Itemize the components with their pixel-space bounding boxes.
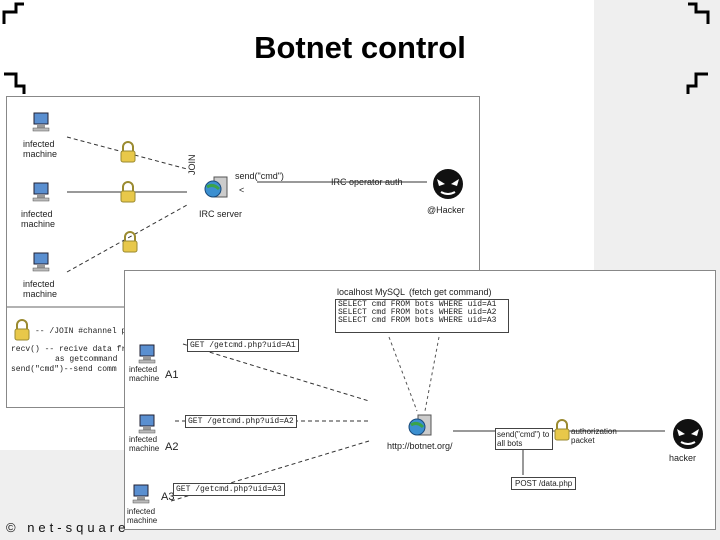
join-label: JOIN xyxy=(187,154,197,175)
post-request-label: POST /data.php xyxy=(511,477,577,490)
http-request-label: GET /getcmd.php?uid=A1 xyxy=(187,339,299,352)
sql-query-box: SELECT cmd FROM bots WHERE uid=A1 SELECT… xyxy=(335,299,509,333)
corner-mark-left xyxy=(4,72,26,94)
lock-icon xyxy=(121,231,139,253)
http-request-label: GET /getcmd.php?uid=A2 xyxy=(185,415,297,428)
infected-machine-label: infected machine xyxy=(21,209,56,229)
code-line: -- /JOIN #channel p xyxy=(35,327,127,336)
sql-query-line: SELECT cmd FROM bots WHERE uid=A1 xyxy=(338,300,497,309)
arrow-label: < xyxy=(239,185,245,195)
corner-mark-top-right xyxy=(688,2,710,24)
hacker-label: @Hacker xyxy=(427,205,465,215)
hacker-icon xyxy=(671,417,705,451)
infected-machine-label: infected machine xyxy=(129,365,160,383)
machine-id: A1 xyxy=(165,369,179,381)
http-request-label: GET /getcmd.php?uid=A3 xyxy=(173,483,285,496)
sql-title: localhost MySQL xyxy=(337,287,406,297)
sql-query-line: SELECT cmd FROM bots WHERE uid=A2 xyxy=(338,308,497,317)
sql-note: (fetch get command) xyxy=(409,287,492,297)
infected-machine-label: infected machine xyxy=(23,279,58,299)
code-line: recv() -- recive data fro xyxy=(11,345,132,354)
corner-mark-right xyxy=(686,72,708,94)
botnet-server-url: http://botnet.org/ xyxy=(387,441,453,451)
authorization-packet-label: authorization packet xyxy=(571,427,617,445)
computer-icon xyxy=(31,251,55,273)
infected-machine-label: infected machine xyxy=(129,435,160,453)
hacker-icon xyxy=(431,167,465,201)
computer-icon xyxy=(137,413,161,435)
server-globe-icon xyxy=(407,413,433,439)
slide-title: Botnet control xyxy=(254,30,466,65)
lock-icon xyxy=(119,141,137,163)
sql-query-line: SELECT cmd FROM bots WHERE uid=A3 xyxy=(338,316,497,325)
computer-icon xyxy=(31,111,55,133)
infected-machine-label: infected machine xyxy=(127,507,158,525)
http-diagram-panel: localhost MySQL (fetch get command) SELE… xyxy=(124,270,716,530)
lock-icon xyxy=(13,319,31,341)
footer-copyright: © net-square xyxy=(6,520,130,535)
computer-icon xyxy=(131,483,155,505)
corner-mark-top-left xyxy=(2,2,24,24)
send-command-label: send("cmd") xyxy=(235,171,284,181)
send-command-label: send("cmd") to all bots xyxy=(495,428,553,450)
computer-icon xyxy=(137,343,161,365)
infected-machine-label: infected machine xyxy=(23,139,58,159)
machine-id: A2 xyxy=(165,441,179,453)
hacker-label: hacker xyxy=(669,453,697,463)
irc-operator-auth-label: IRC operator auth xyxy=(331,177,403,187)
machine-id: A3 xyxy=(161,491,175,503)
server-globe-icon xyxy=(203,175,229,201)
computer-icon xyxy=(31,181,55,203)
lock-icon xyxy=(119,181,137,203)
code-line: send("cmd")--send comm xyxy=(11,365,117,374)
irc-server-label: IRC server xyxy=(199,209,243,219)
code-line: as getcommand xyxy=(55,355,118,364)
lock-icon xyxy=(553,419,571,441)
